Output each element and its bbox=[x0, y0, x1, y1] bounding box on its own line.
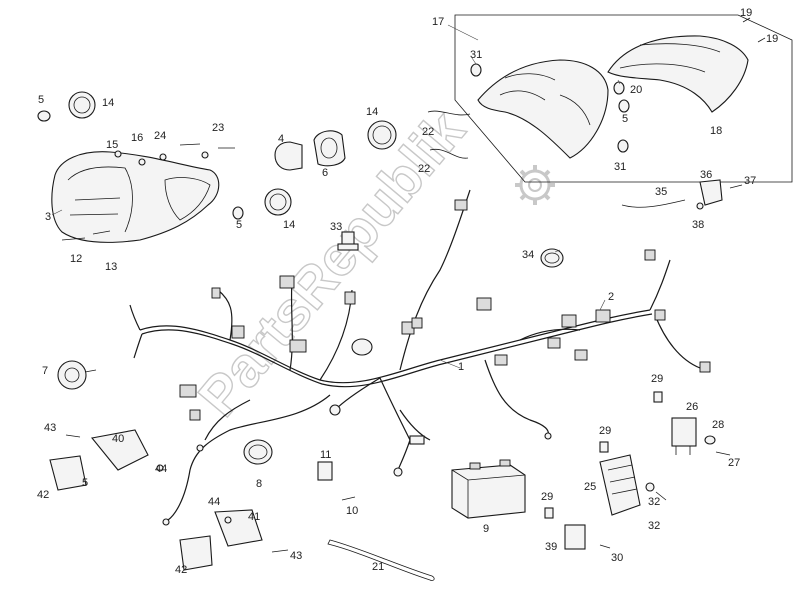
callout: 43 bbox=[44, 422, 56, 434]
callout: 19 bbox=[740, 7, 752, 19]
callout: 22 bbox=[418, 163, 430, 175]
turn-signal-rear bbox=[179, 509, 289, 571]
watermark: PartsRepublik bbox=[185, 97, 555, 428]
callout: 44 bbox=[155, 463, 167, 475]
callout: 4 bbox=[278, 133, 284, 145]
callout: 40 bbox=[112, 433, 124, 445]
bulb-socket-center bbox=[232, 120, 397, 220]
headlight bbox=[51, 151, 220, 243]
leader-lines bbox=[51, 24, 621, 369]
callout: 14 bbox=[102, 97, 114, 109]
watermark-gear-icon bbox=[515, 165, 555, 205]
callout: 42 bbox=[37, 489, 49, 501]
callout: 32 bbox=[648, 520, 660, 532]
callout: 38 bbox=[692, 219, 704, 231]
callout: 24 bbox=[154, 130, 166, 142]
relay bbox=[671, 417, 731, 456]
callout: 35 bbox=[655, 186, 667, 198]
callout: 6 bbox=[322, 167, 328, 179]
belt bbox=[327, 539, 435, 581]
main-wiring-harness bbox=[129, 189, 711, 526]
callout: 19 bbox=[766, 33, 778, 45]
callout: 29 bbox=[651, 373, 663, 385]
horn bbox=[57, 360, 97, 390]
callout: 43 bbox=[290, 550, 302, 562]
callout: 31 bbox=[470, 49, 482, 61]
callout: 2 bbox=[608, 291, 614, 303]
callout: 26 bbox=[686, 401, 698, 413]
callout-numbers: 1 2 3 4 5 5 5 5 6 7 8 9 10 11 12 13 14 1… bbox=[37, 7, 778, 576]
callout: 16 bbox=[131, 132, 143, 144]
callout: 30 bbox=[611, 552, 623, 564]
callout: 39 bbox=[545, 541, 557, 553]
headlight-cover-group bbox=[454, 14, 793, 183]
rear-light bbox=[621, 179, 743, 210]
callout: 10 bbox=[346, 505, 358, 517]
callout: 17 bbox=[432, 16, 444, 28]
regulator bbox=[599, 454, 641, 516]
switch-33 bbox=[337, 231, 359, 251]
clamp-34 bbox=[540, 248, 564, 268]
callout: 5 bbox=[236, 219, 242, 231]
callout: 44 bbox=[208, 496, 220, 508]
callout: 29 bbox=[541, 491, 553, 503]
callout: 15 bbox=[106, 139, 118, 151]
callout: 29 bbox=[599, 425, 611, 437]
callout: 18 bbox=[710, 125, 722, 137]
callout: 12 bbox=[70, 253, 82, 265]
screw-43 bbox=[65, 434, 81, 438]
callout: 21 bbox=[372, 561, 384, 573]
callout: 31 bbox=[614, 161, 626, 173]
small-leads-22 bbox=[427, 110, 471, 159]
turn-signal-front bbox=[49, 429, 164, 491]
callout: 27 bbox=[728, 457, 740, 469]
callout: 25 bbox=[584, 481, 596, 493]
callout: 42 bbox=[175, 564, 187, 576]
callout: 41 bbox=[248, 511, 260, 523]
callout: 9 bbox=[483, 523, 489, 535]
small-screws bbox=[61, 143, 235, 241]
callout: 5 bbox=[38, 94, 44, 106]
callout: 28 bbox=[712, 419, 724, 431]
callout: 33 bbox=[330, 221, 342, 233]
callout: 37 bbox=[744, 175, 756, 187]
callout: 36 bbox=[700, 169, 712, 181]
callout: 20 bbox=[630, 84, 642, 96]
callout: 7 bbox=[42, 365, 48, 377]
callout: 5 bbox=[82, 477, 88, 489]
bulb-set-left bbox=[37, 91, 96, 122]
clamp-8 bbox=[243, 439, 273, 465]
callout: 23 bbox=[212, 122, 224, 134]
small-parts-right bbox=[544, 391, 667, 550]
battery bbox=[451, 459, 526, 519]
callout: 32 bbox=[648, 496, 660, 508]
callout: 5 bbox=[622, 113, 628, 125]
callout: 22 bbox=[422, 126, 434, 138]
callout: 14 bbox=[283, 219, 295, 231]
callout: 3 bbox=[45, 211, 51, 223]
fuse-11 bbox=[317, 461, 356, 501]
callout: 11 bbox=[320, 449, 331, 461]
callout: 1 bbox=[458, 361, 464, 373]
callout: 34 bbox=[522, 249, 534, 261]
callout: 8 bbox=[256, 478, 262, 490]
callout: 14 bbox=[366, 106, 378, 118]
callout: 13 bbox=[105, 261, 117, 273]
